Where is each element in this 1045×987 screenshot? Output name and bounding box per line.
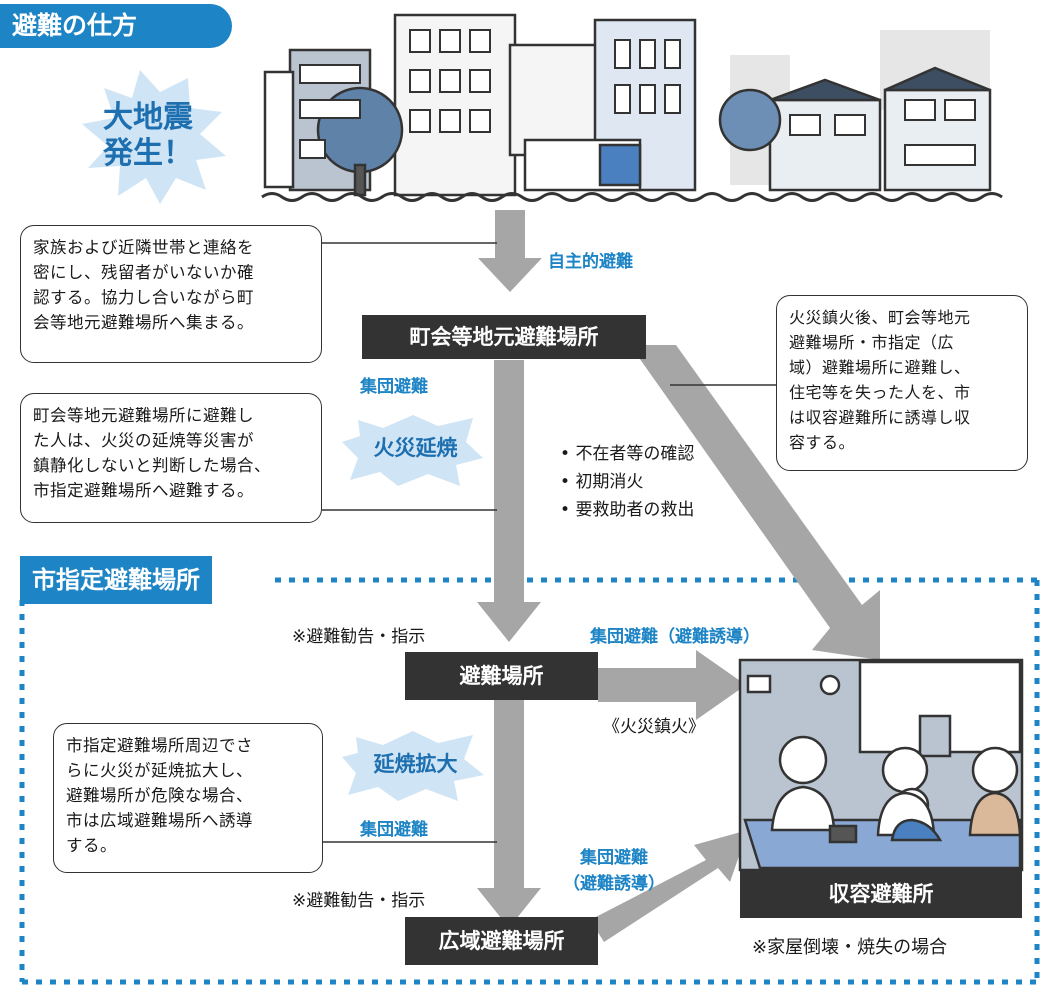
section-frame	[19, 577, 1040, 985]
label-evac-site: 避難場所	[405, 652, 598, 700]
quake-burst-shape	[82, 70, 226, 204]
label-advisory2: ※避難勧告・指示	[292, 891, 426, 911]
note-fire-spread: 町会等地元避難場所に避難し た人は、火災の延焼等災害が 鎮静化しないと判断した場…	[20, 393, 322, 523]
note-contact: 家族および近隣世帯と連絡を 密にし、残留者がいないか確 認する。協力し合いながら…	[20, 225, 322, 363]
spread-burst-text: 延焼拡大	[373, 752, 458, 776]
label-advisory1: ※避難勧告・指示	[292, 627, 426, 647]
section-tab: 市指定避難場所	[20, 556, 212, 604]
checklist-item: • 初期消火	[560, 472, 644, 492]
note-after-fire: 火災鎮火後、町会等地元 避難場所・市指定（広 域）避難場所に避難し、 住宅等を失…	[776, 295, 1028, 471]
fire-burst-shape	[342, 415, 483, 486]
label-shelter: 収容避難所	[740, 870, 1022, 918]
label-extinguished: 《火災鎮火》	[603, 717, 705, 737]
label-group-guided2: 集団避難 （避難誘導）	[563, 848, 665, 894]
connector-lines	[322, 242, 776, 843]
label-group2: 集団避難	[360, 820, 428, 840]
checklist-item: • 不在者等の確認	[560, 444, 695, 464]
checklist: • 不在者等の確認 • 初期消火 • 要救助者の救出	[560, 440, 694, 524]
label-shelter-note: ※家屋倒壊・焼失の場合	[752, 937, 948, 958]
label-group-guided: 集団避難（避難誘導）	[590, 627, 760, 647]
city-illustration	[263, 13, 992, 197]
ground-waves	[261, 192, 1003, 202]
spread-burst-shape	[342, 731, 484, 801]
note-wide-area: 市指定避難場所周辺でさ らに火災が延焼拡大し、 避難場所が危険な場合、 市は広域…	[53, 723, 323, 873]
label-wide-site: 広域避難場所	[405, 917, 598, 965]
quake-burst-text: 大地震 発生！	[103, 100, 193, 171]
label-group1: 集団避難	[360, 377, 428, 397]
shelter-illustration	[738, 658, 1024, 872]
label-local-site: 町会等地元避難場所	[362, 315, 646, 359]
flow-arrows	[477, 210, 880, 942]
label-voluntary: 自主的避難	[548, 252, 633, 272]
checklist-item: • 要救助者の救出	[560, 500, 695, 520]
page-title: 避難の仕方	[0, 4, 232, 48]
fire-burst-text: 火災延焼	[373, 436, 458, 460]
